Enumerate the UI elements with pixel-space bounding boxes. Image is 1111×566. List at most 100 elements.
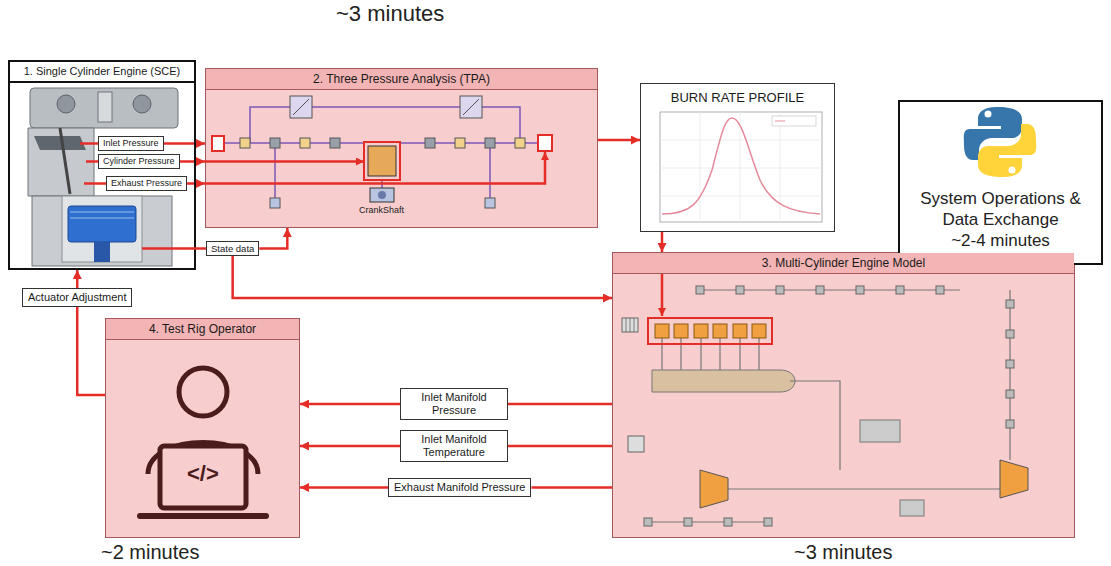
mce-schematic xyxy=(728,290,1010,489)
mce-schematic xyxy=(1006,420,1014,428)
tpa-schematic xyxy=(425,138,435,148)
component-name: CrankShaft xyxy=(359,205,404,215)
mce-schematic xyxy=(724,518,732,526)
signal-connector xyxy=(531,486,612,489)
mce-schematic xyxy=(736,286,744,294)
signal-name: Inlet Manifold Temperature xyxy=(406,433,502,459)
signal-connector xyxy=(508,403,612,406)
signal-name: Actuator Adjustment xyxy=(28,291,126,304)
tpa-schematic xyxy=(515,138,525,148)
tpa-schematic xyxy=(212,136,224,151)
engine-illustration xyxy=(30,88,178,128)
time-estimate-holder: ~3 minutes xyxy=(794,541,892,563)
engine-illustration xyxy=(34,136,86,150)
mce-schematic xyxy=(733,324,747,338)
mce-schematic xyxy=(1006,330,1014,338)
signal-name: Exhaust Manifold Pressure xyxy=(394,481,525,494)
time-estimate-holder: ~3 minutes xyxy=(336,2,444,26)
python-logo xyxy=(1009,167,1016,174)
python-logo xyxy=(978,124,1036,177)
mce-schematic xyxy=(648,318,772,344)
mce-schematic xyxy=(900,500,924,516)
mce-schematic xyxy=(661,272,664,316)
python-logo xyxy=(985,111,992,118)
mce-schematic xyxy=(655,324,669,338)
tpa-schematic xyxy=(275,148,490,198)
burn-rate-chart xyxy=(662,118,820,214)
signal-connector xyxy=(164,142,205,145)
mce-schematic xyxy=(644,518,652,526)
info-text: System Operations & Data Exchange xyxy=(908,188,1093,230)
mce-schematic xyxy=(764,518,772,526)
python-logo xyxy=(964,107,1022,160)
time-estimate: ~2 minutes xyxy=(101,541,199,563)
burn-rate-chart xyxy=(660,112,822,222)
python-logo xyxy=(964,107,1036,177)
tpa-schematic xyxy=(330,138,340,148)
tpa-schematic xyxy=(370,188,394,202)
signal-name: Exhaust Pressure xyxy=(111,178,182,189)
signal-connector xyxy=(300,486,388,489)
burn-rate-chart xyxy=(660,112,822,222)
operator-icon xyxy=(179,368,227,416)
mce-schematic xyxy=(648,521,770,522)
python-logo xyxy=(964,107,1022,160)
engine-illustration xyxy=(57,95,75,113)
signal-connector xyxy=(300,403,400,406)
tpa-schematic xyxy=(485,138,495,148)
tpa-schematic xyxy=(293,99,309,115)
code-symbol-holder: </> xyxy=(187,462,219,486)
system-box: 1. Single Cylinder Engine (SCE) Inlet Pre… xyxy=(8,60,196,270)
burn-rate-chart xyxy=(775,121,785,122)
tpa-schematic xyxy=(270,198,280,208)
burn-rate-chart xyxy=(660,112,822,222)
engine-illustration xyxy=(70,212,134,213)
chart-box: BURN RATE PROFILE xyxy=(640,83,835,232)
mce-schematic xyxy=(700,470,728,508)
mce-schematic xyxy=(628,436,644,452)
signal-name: Inlet Pressure xyxy=(103,138,159,149)
box-title: 2. Three Pressure Analysis (TPA) xyxy=(206,69,597,90)
box-title: 1. Single Cylinder Engine (SCE) xyxy=(10,62,194,83)
signal-tag: Exhaust Manifold Pressure xyxy=(388,478,531,497)
engine-illustration xyxy=(133,95,151,113)
signal-leader xyxy=(84,182,106,185)
tpa-schematic xyxy=(300,138,310,148)
tpa-schematic xyxy=(455,138,465,148)
process-box: 2. Three Pressure Analysis (TPA) xyxy=(205,68,598,228)
signal-tag: Inlet Pressure xyxy=(98,136,164,151)
mce-schematic xyxy=(816,286,824,294)
mce-schematic xyxy=(1006,360,1014,368)
engine-illustration xyxy=(70,218,134,219)
mce-schematic xyxy=(1006,390,1014,398)
tpa-schematic xyxy=(538,135,552,151)
tpa-schematic xyxy=(205,160,364,163)
mce-schematic xyxy=(622,272,1028,526)
component-name-holder: CrankShaft xyxy=(359,205,404,215)
signal-name: State data xyxy=(211,243,254,254)
signal-tag: Actuator Adjustment xyxy=(22,288,132,307)
engine-illustration xyxy=(60,128,70,194)
mce-schematic xyxy=(860,420,900,442)
mce-schematic xyxy=(1006,300,1014,308)
python-logo xyxy=(978,124,1036,177)
signal-connector xyxy=(300,445,400,448)
mce-schematic xyxy=(652,370,795,392)
process-box: 3. Multi-Cylinder Engine Model xyxy=(612,252,1075,538)
signal-leader xyxy=(80,142,98,145)
tpa-schematic xyxy=(290,96,312,118)
mce-schematic xyxy=(776,286,784,294)
signal-connector xyxy=(76,270,79,288)
signal-connector xyxy=(661,232,664,252)
time-estimate-holder: ~2 minutes xyxy=(101,541,199,563)
mce-schematic xyxy=(622,318,638,332)
time-estimate: ~3 minutes xyxy=(336,2,444,26)
code-symbol: </> xyxy=(187,462,219,486)
mce-schematic xyxy=(674,324,688,338)
signal-connector xyxy=(233,256,612,298)
signal-leader xyxy=(80,144,196,249)
tpa-schematic xyxy=(364,142,400,180)
signal-name: Cylinder Pressure xyxy=(103,156,175,167)
tpa-schematic xyxy=(378,191,386,199)
